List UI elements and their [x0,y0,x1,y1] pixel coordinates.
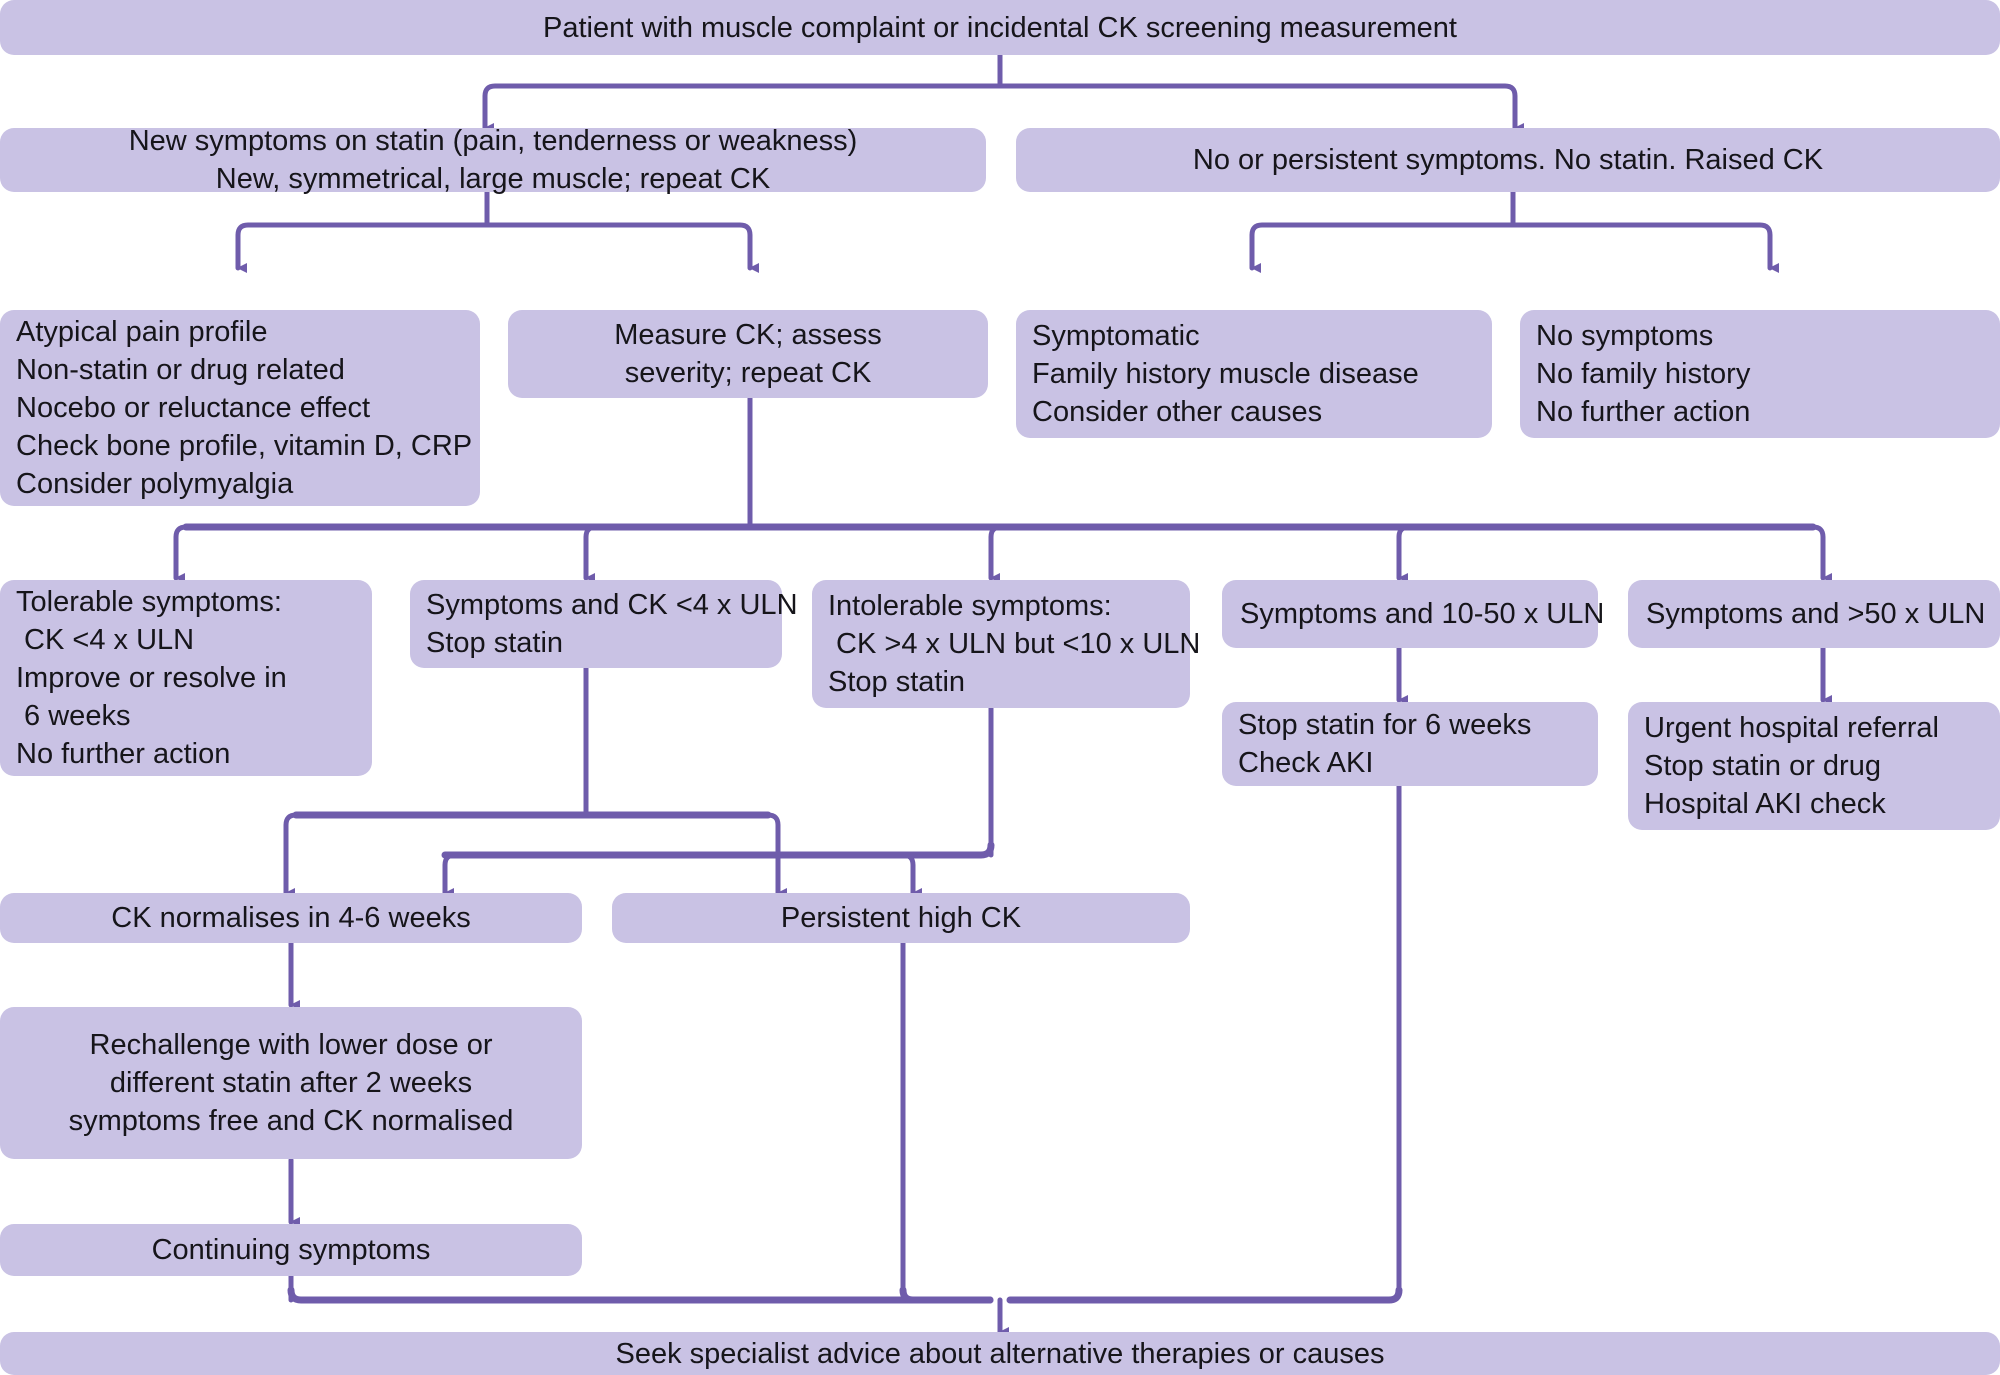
node-measure-ck[interactable]: Measure CK; assess severity; repeat CK [508,310,988,398]
node-stop-statin-6-weeks-line-0: Stop statin for 6 weeks [1238,709,1532,741]
edge-busB-left [442,852,458,898]
node-symptoms-ck-lt4[interactable]: Symptoms and CK <4 x ULN Stop statin [410,580,798,668]
node-nostatin-branch[interactable]: No or persistent symptoms. No statin. Ra… [1016,128,2000,192]
edge-statin-right [484,222,759,273]
node-tolerable-line-3: 6 weeks [16,700,131,732]
node-continuing-symptoms[interactable]: Continuing symptoms [0,1224,582,1276]
node-statin-branch-line-0: New symptoms on statin (pain, tenderness… [128,125,858,157]
node-tolerable-line-2: Improve or resolve in [16,662,287,694]
edge-nostatin-left [1249,222,1516,273]
node-rechallenge-line-0: Rechallenge with lower dose or [89,1029,493,1061]
node-ck-normalises-line-0: CK normalises in 4-6 weeks [111,902,471,934]
edge-busA-left [283,812,299,898]
edge-busA-right [765,812,787,898]
node-symptoms-ck-lt4-line-1: Stop statin [426,627,564,659]
edge-root-left [482,83,1003,133]
node-tolerable-line-0: Tolerable symptoms: [16,586,282,618]
node-rechallenge-line-1: different statin after 2 weeks [109,1067,473,1099]
edge-statin-left [235,222,490,273]
node-specialist-advice-line-0: Seek specialist advice about alternative… [615,1337,1385,1370]
node-no-symptoms-line-0: No symptoms [1536,320,1714,352]
node-persistent-high-ck-line-0: Persistent high CK [780,902,1022,934]
node-symptoms-gt50-line-0: Symptoms and >50 x ULN [1646,598,1986,630]
node-tolerable-line-4: No further action [16,738,231,770]
edge-bus-to-symlt4 [583,524,599,583]
edge-persistent-turn [899,1286,994,1304]
node-intolerable-line-2: Stop statin [828,666,966,698]
node-root-line-0: Patient with muscle complaint or inciden… [543,11,1457,44]
node-root[interactable]: Patient with muscle complaint or inciden… [0,0,2000,55]
edge-bus-to-sym1050 [1396,524,1412,583]
node-statin-branch-line-1: New, symmetrical, large muscle; repeat C… [215,163,771,195]
node-tolerable-line-1: CK <4 x ULN [16,624,195,656]
edge-intol-down [451,841,995,859]
node-urgent-referral-line-2: Hospital AKI check [1644,788,1886,820]
node-intolerable[interactable]: Intolerable symptoms: CK >4 x ULN but <1… [812,580,1201,708]
node-rechallenge[interactable]: Rechallenge with lower dose or different… [0,1007,582,1159]
node-continuing-symptoms-line-0: Continuing symptoms [151,1234,431,1266]
node-statin-branch[interactable]: New symptoms on statin (pain, tenderness… [0,125,986,195]
edge-root-right [997,83,1524,133]
node-no-symptoms-line-2: No further action [1536,396,1751,428]
node-atypical-line-2: Nocebo or reluctance effect [16,392,371,424]
node-ck-normalises[interactable]: CK normalises in 4-6 weeks [0,893,582,943]
node-no-symptoms[interactable]: No symptoms No family history No further… [1520,310,2000,438]
node-symptoms-ck-lt4-line-0: Symptoms and CK <4 x ULN [426,589,798,621]
node-symptoms-10-50[interactable]: Symptoms and 10-50 x ULN [1222,580,1605,648]
node-rechallenge-line-2: symptoms free and CK normalised [68,1105,514,1137]
node-atypical-line-1: Non-statin or drug related [16,354,345,386]
node-atypical-line-4: Consider polymyalgia [16,468,294,500]
edge-bus-to-tolerable [173,524,189,583]
node-specialist-advice[interactable]: Seek specialist advice about alternative… [0,1332,2000,1375]
node-symptomatic-line-0: Symptomatic [1032,320,1200,352]
node-symptomatic[interactable]: Symptomatic Family history muscle diseas… [1016,310,1492,438]
node-urgent-referral[interactable]: Urgent hospital referral Stop statin or … [1628,702,2000,830]
node-measure-ck-line-0: Measure CK; assess [614,319,882,351]
node-no-symptoms-line-1: No family history [1536,358,1751,390]
edge-continuing-turn [287,1286,994,1304]
edge-stop6w-turn [1006,1286,1403,1304]
edge-bus-to-intolerable [988,524,1004,583]
node-persistent-high-ck[interactable]: Persistent high CK [612,893,1190,943]
edge-bus-to-symgt50 [1810,524,1832,583]
node-stop-statin-6-weeks[interactable]: Stop statin for 6 weeks Check AKI [1222,702,1598,786]
node-tolerable[interactable]: Tolerable symptoms: CK <4 x ULN Improve … [0,580,372,776]
node-measure-ck-line-1: severity; repeat CK [624,357,872,389]
node-symptoms-10-50-line-0: Symptoms and 10-50 x ULN [1240,598,1605,630]
node-stop-statin-6-weeks-line-1: Check AKI [1238,747,1374,779]
node-nostatin-branch-line-0: No or persistent symptoms. No statin. Ra… [1192,144,1824,176]
edge-nostatin-right [1510,222,1779,273]
node-intolerable-line-1: CK >4 x ULN but <10 x ULN [828,628,1201,660]
node-urgent-referral-line-0: Urgent hospital referral [1644,712,1939,744]
node-symptoms-gt50[interactable]: Symptoms and >50 x ULN [1628,580,2000,648]
node-atypical[interactable]: Atypical pain profile Non-statin or drug… [0,310,480,506]
node-urgent-referral-line-1: Stop statin or drug [1644,750,1881,782]
node-intolerable-line-0: Intolerable symptoms: [828,590,1112,622]
node-atypical-line-0: Atypical pain profile [16,316,268,348]
edge-busB-right [900,852,922,898]
node-symptomatic-line-2: Consider other causes [1032,396,1323,428]
node-atypical-line-3: Check bone profile, vitamin D, CRP [16,430,473,462]
node-symptomatic-line-1: Family history muscle disease [1032,358,1419,390]
